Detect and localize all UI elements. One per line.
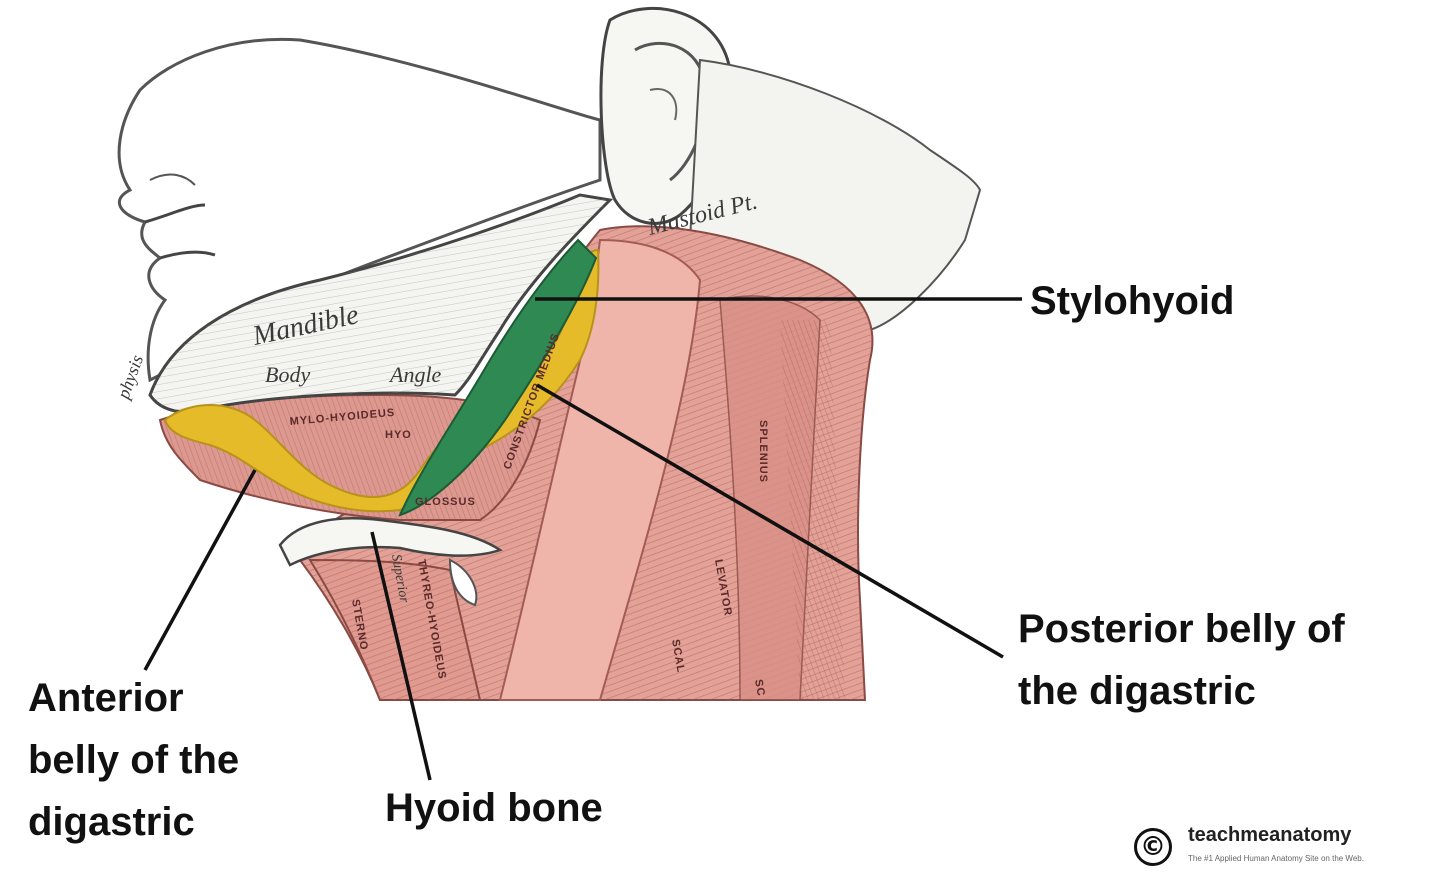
engraved-angle: Angle xyxy=(388,362,442,387)
copyright-icon: © xyxy=(1134,828,1172,866)
engraved-body: Body xyxy=(265,362,310,387)
watermark-tagline: The #1 Applied Human Anatomy Site on the… xyxy=(1188,854,1364,863)
label-anterior-line-2: belly of the xyxy=(28,738,240,782)
leader-lines xyxy=(143,297,1022,781)
label-anterior-line-1: Anterior xyxy=(28,676,184,720)
label-posterior-line-2: the digastric xyxy=(1018,669,1256,713)
label-posterior-line-1: Posterior belly of xyxy=(1018,607,1345,651)
label-posterior-belly: Posterior belly of the digastric xyxy=(1018,598,1345,722)
digastric-muscle xyxy=(163,248,600,513)
engraved-scal: SCAL xyxy=(669,638,687,674)
watermark: © teachmeanatomy The #1 Applied Human An… xyxy=(1134,824,1434,874)
engraved-sc: SC xyxy=(752,678,767,697)
label-anterior-belly: Anterior belly of the digastric xyxy=(28,667,239,853)
leader-anterior-belly xyxy=(143,469,257,671)
engraved-glossus: GLOSSUS xyxy=(415,496,476,508)
hyoid-bone xyxy=(278,517,503,607)
stylohyoid-muscle xyxy=(398,238,598,517)
engraved-hyo: HYO xyxy=(385,429,412,441)
label-stylohyoid-text: Stylohyoid xyxy=(1030,279,1235,323)
engraved-splenius: SPLENIUS xyxy=(757,420,769,483)
leader-posterior-belly xyxy=(536,383,1004,659)
label-anterior-line-3: digastric xyxy=(28,800,195,844)
label-stylohyoid: Stylohyoid xyxy=(1030,270,1234,332)
leader-hyoid-bone xyxy=(370,531,432,781)
label-hyoid-bone: Hyoid bone xyxy=(385,777,603,839)
label-hyoid-text: Hyoid bone xyxy=(385,786,603,830)
mandible-bone xyxy=(148,193,614,414)
watermark-name: teachmeanatomy xyxy=(1188,824,1352,846)
engraved-symphysis: physis xyxy=(112,352,147,403)
